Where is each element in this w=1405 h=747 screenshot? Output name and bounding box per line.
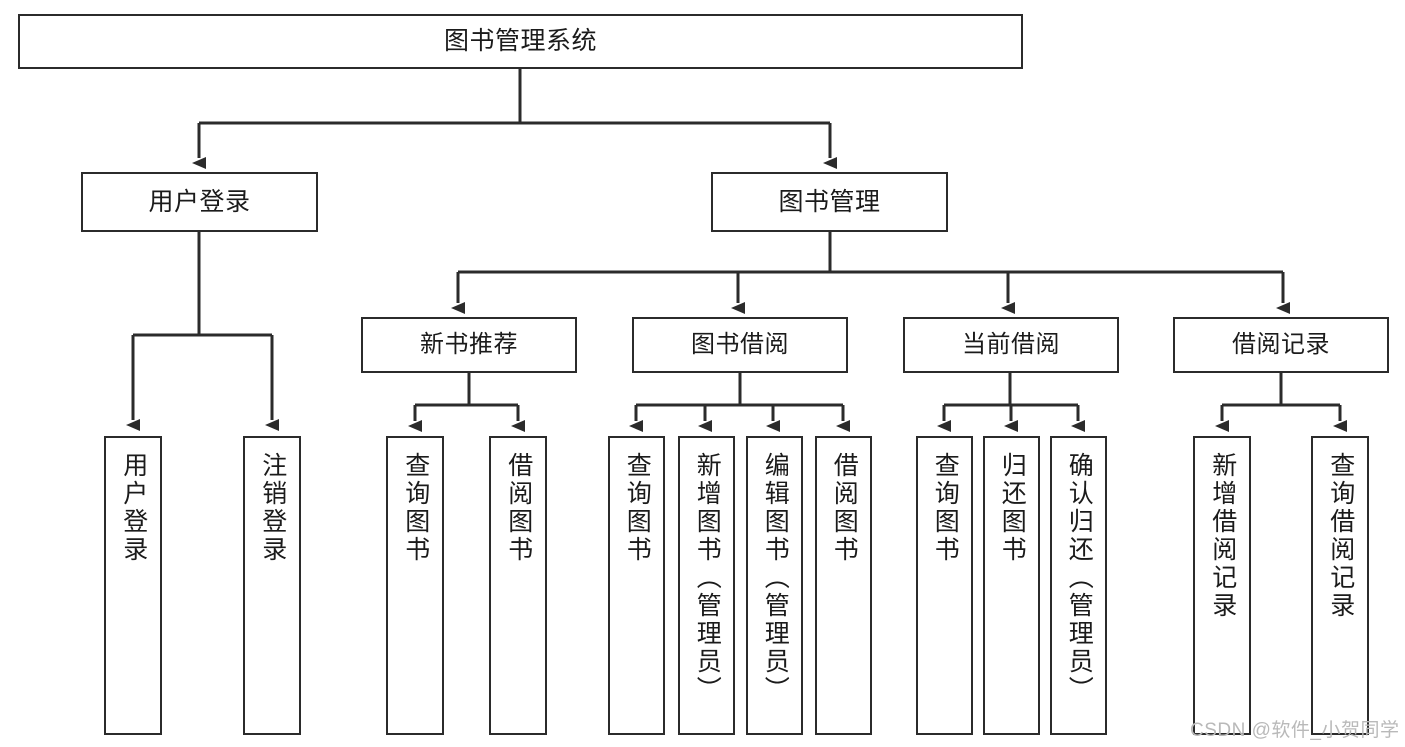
leaf-user-login[interactable]: 用户登录 [104,436,162,735]
node-label: 编辑图书（管理员） [761,452,790,704]
node-label: 新增图书（管理员） [693,452,722,704]
node-label: 查询图书 [623,452,652,564]
leaf-add-book-admin[interactable]: 新增图书（管理员） [678,436,735,735]
node-label: 借阅图书 [830,452,859,564]
leaf-edit-book-admin[interactable]: 编辑图书（管理员） [746,436,803,735]
watermark-text: CSDN @软件_小贺同学 [1190,720,1400,741]
leaf-confirm-return-admin[interactable]: 确认归还（管理员） [1050,436,1107,735]
node-label: 借阅记录 [1232,331,1330,359]
leaf-query-book-current[interactable]: 查询图书 [916,436,973,735]
node-label: 图书借阅 [691,331,789,359]
node-new-book-recommend[interactable]: 新书推荐 [361,317,577,373]
node-label: 查询图书 [401,452,430,564]
node-label: 图书管理 [778,187,881,216]
node-label: 借阅图书 [504,452,533,564]
node-label: 当前借阅 [962,331,1060,359]
leaf-borrow-book[interactable]: 借阅图书 [815,436,872,735]
node-current-borrow[interactable]: 当前借阅 [903,317,1119,373]
leaf-return-book[interactable]: 归还图书 [983,436,1040,735]
node-label: 图书管理系统 [443,27,597,56]
leaf-borrow-book-recommend[interactable]: 借阅图书 [489,436,547,735]
node-borrow-record[interactable]: 借阅记录 [1173,317,1389,373]
node-label: 查询借阅记录 [1326,452,1355,620]
node-label: 新书推荐 [420,331,518,359]
node-label: 归还图书 [998,452,1027,564]
leaf-query-book-borrow[interactable]: 查询图书 [608,436,665,735]
node-label: 注销登录 [258,452,287,564]
node-book-management[interactable]: 图书管理 [711,172,948,232]
node-label: 用户登录 [148,187,251,216]
node-user-login[interactable]: 用户登录 [81,172,318,232]
leaf-logout-login[interactable]: 注销登录 [243,436,301,735]
leaf-query-book-recommend[interactable]: 查询图书 [386,436,444,735]
node-label: 查询图书 [931,452,960,564]
node-root-system[interactable]: 图书管理系统 [18,14,1023,69]
node-label: 用户登录 [119,452,148,564]
node-book-borrow[interactable]: 图书借阅 [632,317,848,373]
node-label: 新增借阅记录 [1208,452,1237,620]
leaf-query-borrow-record[interactable]: 查询借阅记录 [1311,436,1369,735]
node-label: 确认归还（管理员） [1065,452,1094,704]
leaf-add-borrow-record[interactable]: 新增借阅记录 [1193,436,1251,735]
